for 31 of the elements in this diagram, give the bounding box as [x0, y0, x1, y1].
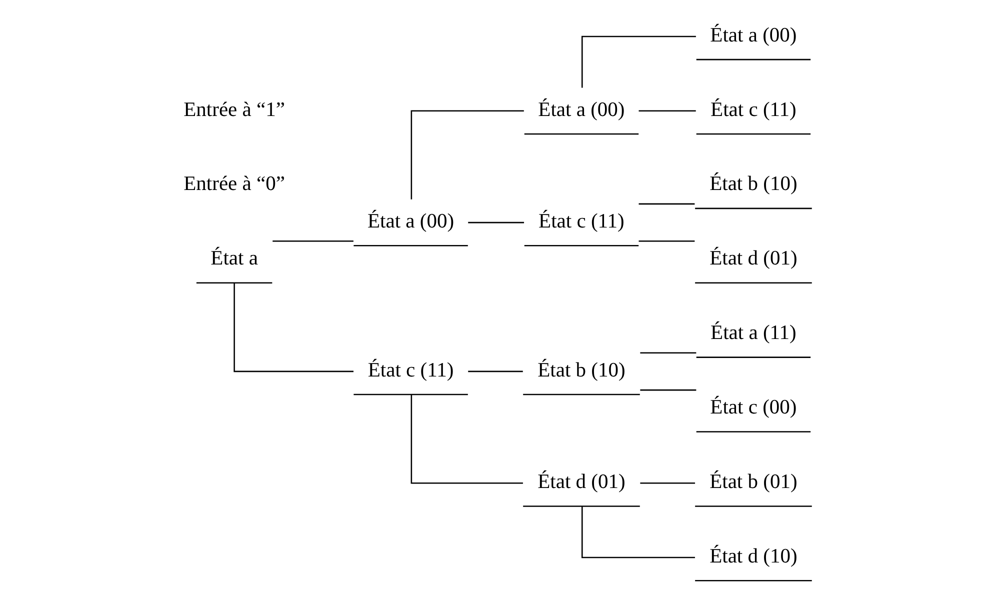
- connector: [468, 222, 524, 224]
- node-text: État b (10): [709, 173, 797, 196]
- node-text: État b (10): [537, 359, 625, 382]
- connector: [640, 389, 696, 391]
- node-text: État d (01): [537, 470, 625, 493]
- node-text: État a: [210, 248, 258, 270]
- node-text: État d (10): [709, 545, 797, 568]
- node-text: État c (11): [710, 98, 796, 121]
- label: Entrée à “0”: [183, 173, 284, 196]
- connector: [640, 352, 696, 354]
- connector: [410, 394, 522, 484]
- node-text: État c (11): [367, 359, 454, 382]
- node-text: État c (00): [710, 396, 796, 419]
- connector: [580, 36, 696, 88]
- node-text: État a (00): [366, 210, 454, 232]
- connector: [272, 240, 353, 242]
- connector: [233, 282, 353, 372]
- connector: [638, 203, 694, 205]
- node-text: État b (01): [709, 470, 797, 493]
- connector: [468, 370, 522, 372]
- node-text: État a (00): [538, 98, 624, 121]
- label: Entrée à “1”: [183, 98, 284, 121]
- connector: [410, 110, 524, 200]
- connector: [638, 240, 694, 242]
- node-text: État d (01): [709, 248, 797, 270]
- node-text: État a (11): [710, 322, 796, 344]
- connector: [638, 110, 696, 112]
- connector: [580, 506, 694, 558]
- node-text: État a (00): [710, 24, 796, 46]
- connector: [640, 482, 695, 484]
- node-text: État c (11): [538, 210, 624, 232]
